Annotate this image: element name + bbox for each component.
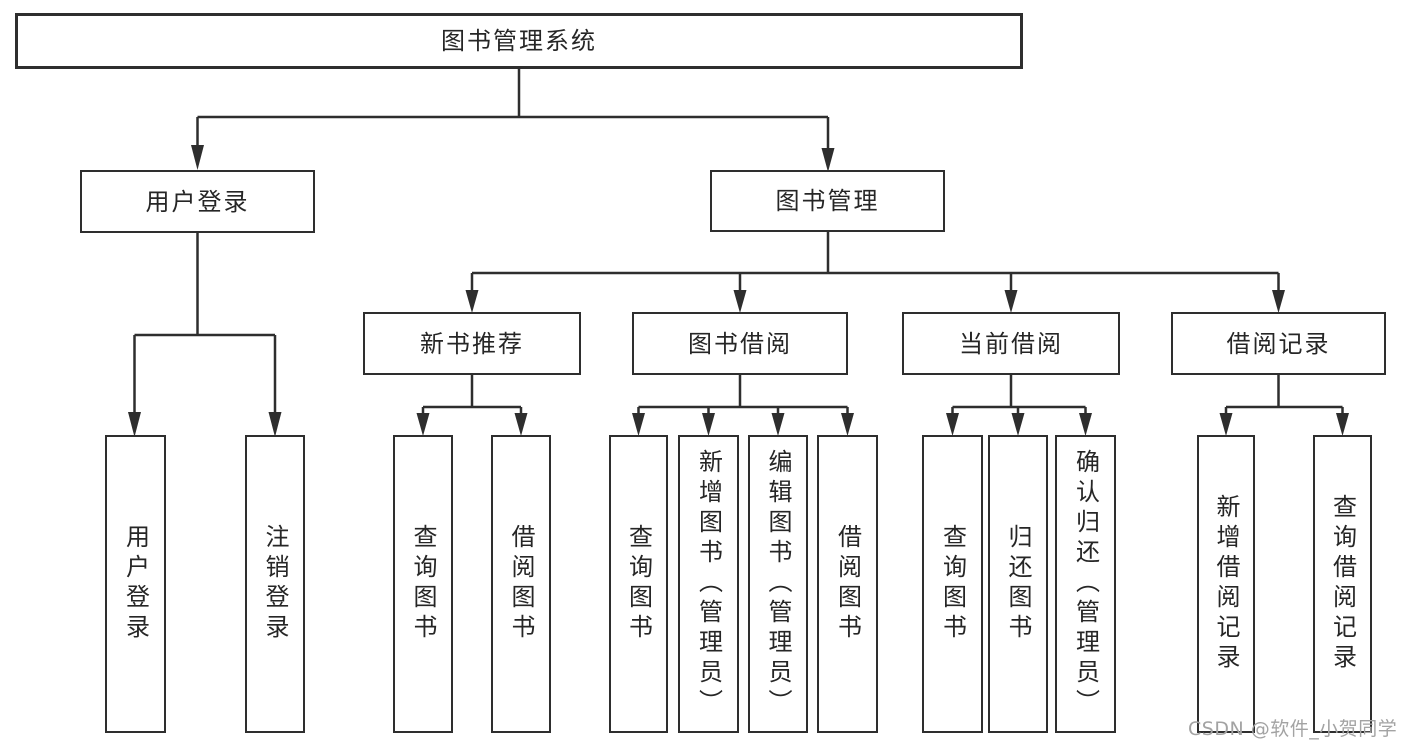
node-current-borrow: 当前借阅 [902,312,1120,375]
arrowhead [946,413,959,436]
node-records-query-record: 查询借阅记录 [1313,435,1372,733]
node-borrow-edit-book-admin-label: 编辑图书（管理员） [764,449,792,719]
node-borrow-query-book-label: 查询图书 [624,524,653,644]
node-recommend-borrow-book-label: 借阅图书 [507,524,535,644]
node-new-book-recommend-label: 新书推荐 [420,329,524,358]
arrowhead [733,290,747,313]
node-borrow-records-label: 借阅记录 [1226,329,1331,358]
node-borrow-borrow-book-label: 借阅图书 [833,524,862,644]
node-user-login-label: 用户登录 [145,187,250,216]
arrowhead [1272,290,1285,313]
node-current-borrow-label: 当前借阅 [959,329,1063,358]
node-borrow-borrow-book: 借阅图书 [817,435,878,733]
node-borrow-edit-book-admin: 编辑图书（管理员） [748,435,808,733]
node-borrow-query-book: 查询图书 [609,435,668,733]
node-user-login: 用户登录 [80,170,315,233]
node-leaf-user-login-label: 用户登录 [121,524,150,644]
connector-borrow-to-leaves [637,375,849,414]
node-records-add-record: 新增借阅记录 [1197,435,1255,733]
arrowhead [1004,290,1018,313]
connector-root-to-level2 [196,69,830,150]
node-records-add-record-label: 新增借阅记录 [1212,494,1240,674]
arrowhead [191,145,204,170]
node-leaf-user-login: 用户登录 [105,435,166,733]
node-library-system: 图书管理系统 [15,13,1023,69]
connector-records-to-leaves [1224,375,1344,414]
node-current-query-book-label: 查询图书 [938,524,967,644]
node-borrow-add-book-admin: 新增图书（管理员） [678,435,739,733]
node-new-book-recommend: 新书推荐 [363,312,581,375]
node-leaf-logout-label: 注销登录 [261,524,289,644]
connector-recommend-to-leaves [421,375,523,414]
node-current-return-book-label: 归还图书 [1004,524,1032,644]
arrowhead [821,148,835,172]
arrowhead [1219,413,1233,436]
node-current-return-book: 归还图书 [988,435,1048,733]
arrowhead [416,413,430,436]
arrowhead [514,413,528,436]
arrowhead [1011,413,1025,436]
node-records-query-record-label: 查询借阅记录 [1328,494,1357,674]
arrowhead [268,412,282,437]
node-recommend-query-book-label: 查询图书 [409,524,437,644]
node-current-confirm-return-admin: 确认归还（管理员） [1055,435,1116,733]
arrowhead [465,290,479,313]
arrowhead [841,413,854,436]
arrowhead [128,412,141,437]
node-leaf-logout: 注销登录 [245,435,305,733]
arrowhead [1079,413,1092,436]
arrowhead [702,413,715,436]
connector-bookmgmt-to-level3 [470,232,1280,291]
node-book-borrow: 图书借阅 [632,312,848,375]
node-recommend-borrow-book: 借阅图书 [491,435,551,733]
node-book-borrow-label: 图书借阅 [688,329,792,358]
node-book-management-label: 图书管理 [775,187,880,215]
node-recommend-query-book: 查询图书 [393,435,453,733]
node-current-confirm-return-admin-label: 确认归还（管理员） [1071,449,1100,719]
node-library-system-label: 图书管理系统 [441,27,597,55]
arrowhead [632,413,645,436]
connector-userlogin-to-leaves [133,233,277,414]
node-borrow-add-book-admin-label: 新增图书（管理员） [694,449,723,719]
arrowhead [1336,413,1349,436]
node-book-management: 图书管理 [710,170,945,232]
node-current-query-book: 查询图书 [922,435,983,733]
node-borrow-records: 借阅记录 [1171,312,1386,375]
csdn-watermark: CSDN @软件_小贺同学 [1188,718,1398,740]
arrowhead [771,413,785,436]
connector-current-to-leaves [951,375,1087,414]
